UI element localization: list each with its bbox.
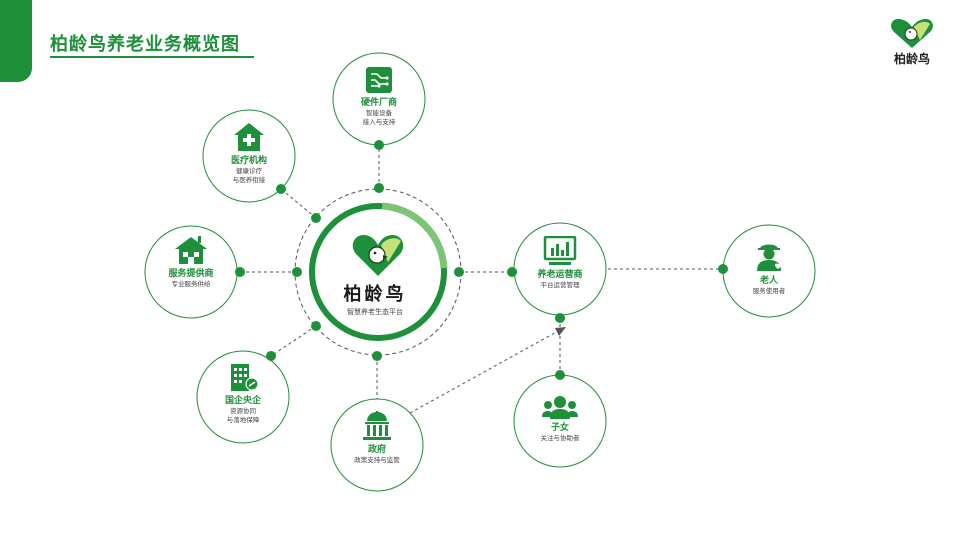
node-label: 医疗机构 <box>230 156 267 166</box>
connector-dot <box>235 267 245 277</box>
node-label: 子女 <box>550 423 569 433</box>
analytics-monitor-icon <box>543 236 577 265</box>
heart-bird-logo-icon <box>891 18 933 48</box>
heart-bird-logo-icon <box>352 234 404 276</box>
node-label: 老人 <box>759 276 778 286</box>
node-description: 关注与协助者 <box>540 434 580 442</box>
node-operator: 养老运营商 平台运营管理 <box>520 236 600 290</box>
node-label: 养老运营商 <box>537 270 583 280</box>
circuit-board-icon <box>366 67 392 93</box>
node-label: 国企央企 <box>224 396 261 406</box>
node-description: 健康诊疗 与医养衔接 <box>232 167 266 184</box>
connector-dot <box>292 267 302 277</box>
node-description: 政策支持与监管 <box>354 456 400 464</box>
node-government-circle <box>330 398 424 492</box>
connector-dot <box>372 351 382 361</box>
node-label: 政府 <box>367 445 386 455</box>
connector-dot <box>718 264 728 274</box>
node-description: 平台运营管理 <box>540 281 580 289</box>
line-hub-soe <box>270 325 317 357</box>
connector-dot <box>454 267 464 277</box>
connector-dot <box>374 183 384 193</box>
connector-dot <box>507 267 517 277</box>
hospital-icon <box>234 123 264 151</box>
elderly-person-icon <box>757 244 781 271</box>
hub-ring-accent <box>381 202 448 269</box>
node-soe: 国企央企 资源协同 与落地保障 <box>203 362 283 425</box>
connector-dot <box>555 313 565 323</box>
connector-dot <box>311 321 321 331</box>
connector-dot <box>555 370 565 380</box>
node-soe-circle <box>196 350 290 444</box>
node-hardware: 硬件厂商 智能设备 接入与支持 <box>339 66 419 127</box>
hub-tagline: 智慧养老生态平台 <box>347 308 403 316</box>
node-description: 服务使用者 <box>752 287 786 295</box>
node-medical: 医疗机构 健康诊疗 与医养衔接 <box>209 122 289 185</box>
connector-dot <box>374 140 384 150</box>
corner-accent-tab <box>0 0 32 82</box>
node-description: 智能设备 接入与支持 <box>362 109 396 126</box>
node-provider: 服务提供商 专业服务供给 <box>151 235 231 289</box>
line-hub-medical <box>280 188 317 219</box>
arrow-head <box>555 327 566 336</box>
node-medical-circle <box>202 109 296 203</box>
node-elderly: 老人 服务使用者 <box>729 240 809 296</box>
line-government-operator <box>409 329 561 414</box>
node-government: 政府 政策支持与监管 <box>337 411 417 465</box>
node-description: 资源协同 与落地保障 <box>226 407 260 424</box>
house-icon <box>175 236 207 264</box>
page-title: 柏龄鸟养老业务概览图 <box>50 34 240 55</box>
node-label: 服务提供商 <box>168 269 214 279</box>
title-underline <box>50 56 254 58</box>
family-group-icon <box>542 396 578 419</box>
hub-ring-base <box>309 203 447 341</box>
node-description: 专业服务供给 <box>171 280 211 288</box>
government-building-icon <box>363 411 391 440</box>
connector-dot <box>266 351 276 361</box>
connector-dot <box>276 184 286 194</box>
node-children: 子女 关注与协助者 <box>520 395 600 443</box>
brand-name: 柏龄鸟 <box>893 52 930 66</box>
connector-dot <box>311 213 321 223</box>
hub-name: 柏龄鸟 <box>343 284 407 305</box>
brand-logo: 柏龄鸟 <box>884 14 940 70</box>
office-building-icon <box>231 364 259 391</box>
node-label: 硬件厂商 <box>360 98 397 108</box>
